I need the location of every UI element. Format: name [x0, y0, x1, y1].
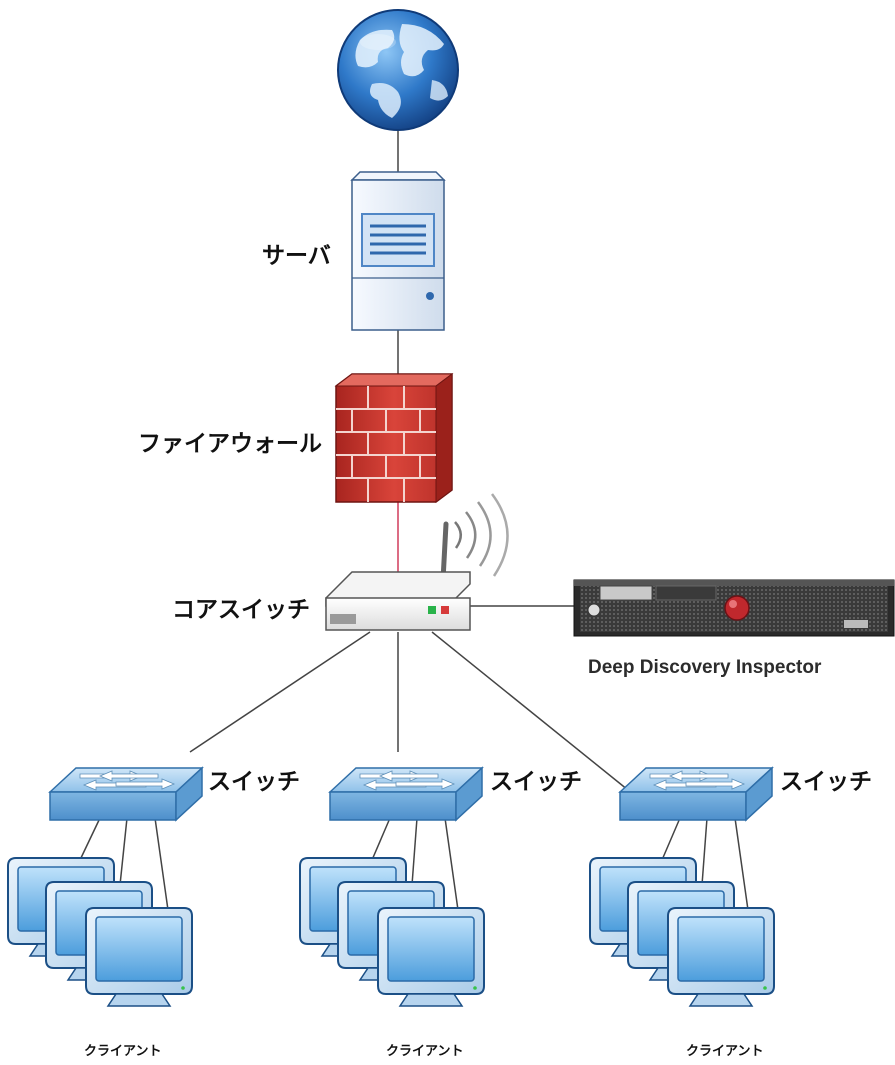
clients-right-icon — [589, 857, 775, 1007]
link-core-switch-left — [189, 631, 371, 753]
server-label: サーバ — [262, 243, 331, 269]
appliance-icon — [573, 579, 895, 637]
switch-right-label: スイッチ — [780, 769, 872, 795]
switch-left-icon — [49, 767, 203, 821]
firewall-label: ファイアウォール — [138, 431, 322, 457]
appliance-label: Deep Discovery Inspector — [588, 657, 822, 678]
client-right-label: クライアント — [686, 1044, 764, 1059]
switch-left-label: スイッチ — [208, 769, 300, 795]
core-switch-label: コアスイッチ — [172, 597, 310, 623]
clients-mid-icon — [299, 857, 485, 1007]
server-icon — [350, 171, 446, 331]
globe-icon — [337, 9, 459, 131]
client-mid-label: クライアント — [386, 1044, 464, 1059]
link-core-switch-right — [431, 631, 629, 791]
switch-right-icon — [619, 767, 773, 821]
network-links — [79, 128, 749, 911]
switch-mid-label: スイッチ — [490, 769, 582, 795]
core-switch-icon — [325, 493, 509, 631]
firewall-icon — [334, 373, 454, 503]
client-left-label: クライアント — [84, 1044, 162, 1059]
switch-mid-icon — [329, 767, 483, 821]
